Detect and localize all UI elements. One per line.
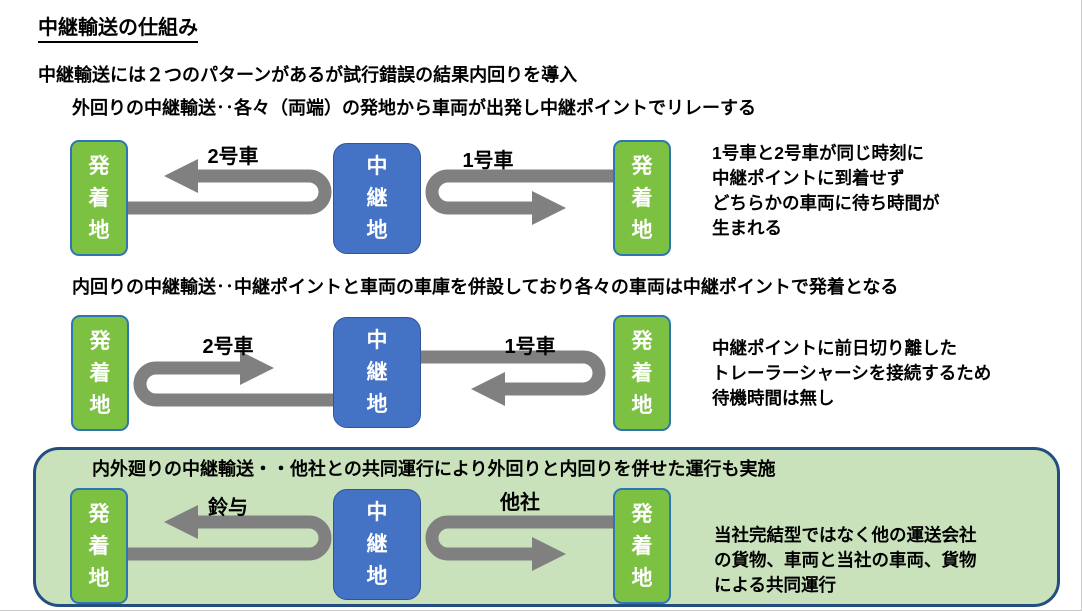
inner-right-uturn-arrow — [419, 350, 606, 406]
combined-section-heading: 内外廻りの中継輸送・・他社との共同運行により外回りと内回りを併せた運行も実施 — [92, 459, 776, 479]
combined-relay-node: 中継地 — [333, 489, 421, 600]
outer-note: 1号車と2号車が同じ時刻に 中継ポイントに到着せず どちらかの車両に待ち時間が … — [712, 143, 940, 238]
outer-origin-node-left: 発着地 — [70, 140, 128, 256]
outer-section-heading: 外回りの中継輸送‥各々（両端）の発地から車両が出発し中継ポイントでリレーする — [72, 98, 756, 118]
intro-text: 中継輸送には２つのパターンがあるが試行錯誤の結果内回りを導入 — [38, 65, 578, 85]
combined-left-company-label: 鈴与 — [208, 497, 248, 519]
combined-right-company-label: 他社 — [500, 492, 540, 514]
combined-origin-node-right: 発着地 — [613, 488, 671, 604]
page-title: 中継輸送の仕組み — [38, 11, 198, 43]
outer-relay-node: 中継地 — [333, 143, 421, 254]
inner-left-vehicle-label: 2号車 — [202, 336, 254, 358]
combined-note-body: 当社完結型ではなく他の運送会社 の貨物、車両と当社の車両、貨物 による共同運行 — [714, 525, 977, 595]
inner-right-vehicle-label: 1号車 — [504, 336, 556, 358]
outer-origin-node-right: 発着地 — [613, 140, 671, 256]
inner-origin-node-left: 発着地 — [71, 315, 129, 431]
combined-origin-node-left: 発着地 — [70, 488, 128, 604]
inner-relay-node: 中継地 — [333, 317, 421, 428]
outer-right-uturn-arrow — [425, 169, 616, 225]
outer-right-vehicle-label: 1号車 — [462, 150, 514, 172]
inner-note: 中継ポイントに前日切り離した トレーラーシャーシを接続するため 待機時間は無し — [712, 338, 992, 408]
combined-note: 当社完結型ではなく他の運送会社 の貨物、車両と当社の車両、貨物 による共同運行 … — [714, 498, 977, 611]
inner-origin-node-right: 発着地 — [613, 315, 671, 431]
outer-left-vehicle-label: 2号車 — [207, 146, 259, 168]
inner-section-heading: 内回りの中継輸送‥中継ポイントと車両の車庫を併設しており各々の車両は中継ポイント… — [72, 277, 899, 297]
